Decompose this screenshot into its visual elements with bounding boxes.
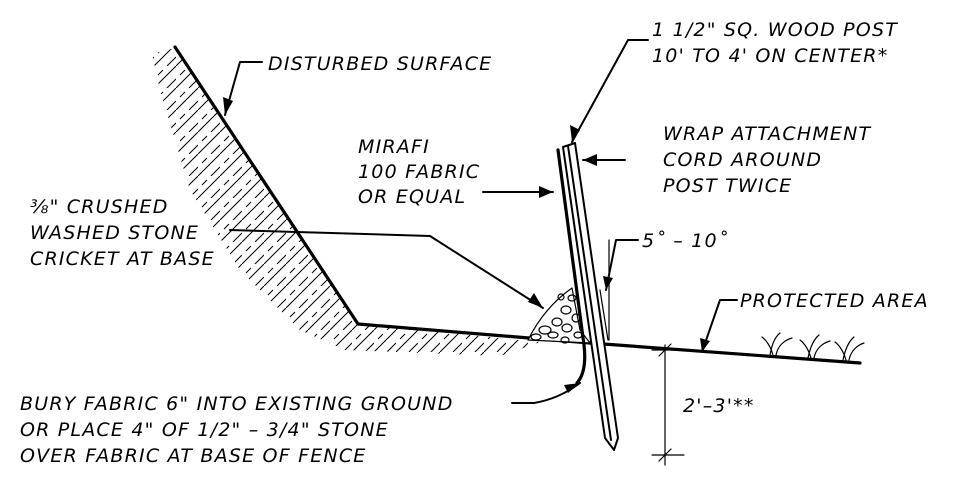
label-disturbed-surface: DISTURBED SURFACE	[268, 53, 492, 75]
label-depth: 2'–3'**	[683, 395, 755, 417]
label-protected-area: PROTECTED AREA	[740, 290, 929, 312]
ground-profile	[173, 45, 862, 365]
label-wrap-line2: CORD AROUND	[663, 149, 822, 171]
label-stone-line3: CRICKET AT BASE	[30, 248, 215, 270]
soil-hatch	[152, 48, 540, 356]
leader-lines	[224, 39, 738, 404]
label-bury-line3: OVER FABRIC AT BASE OF FENCE	[20, 445, 367, 467]
label-post-line2: 10' TO 4' ON CENTER*	[652, 45, 888, 67]
label-mirafi-line2: 100 FABRIC	[358, 161, 480, 183]
label-stone-line1: ⅜" CRUSHED	[30, 196, 169, 218]
label-angle: 5˚ – 10˚	[642, 230, 728, 252]
wood-post	[562, 142, 619, 451]
label-wrap-line3: POST TWICE	[663, 175, 792, 197]
arrow-heads	[223, 97, 710, 393]
label-post-line1: 1 1/2" SQ. WOOD POST	[652, 19, 898, 41]
grass-tufts	[761, 332, 865, 361]
label-bury-line2: OR PLACE 4" OF 1/2" – 3/4" STONE	[20, 419, 389, 441]
label-mirafi-line1: MIRAFI	[358, 136, 430, 158]
label-wrap-line1: WRAP ATTACHMENT	[663, 123, 872, 145]
filter-fabric	[556, 148, 587, 385]
label-stone-line2: WASHED STONE	[30, 222, 199, 244]
label-bury-line1: BURY FABRIC 6" INTO EXISTING GROUND	[20, 393, 454, 415]
depth-dimension	[651, 343, 685, 466]
label-mirafi-line3: OR EQUAL	[358, 186, 466, 208]
angle-indicator	[599, 239, 610, 341]
stone-cricket	[527, 287, 591, 344]
